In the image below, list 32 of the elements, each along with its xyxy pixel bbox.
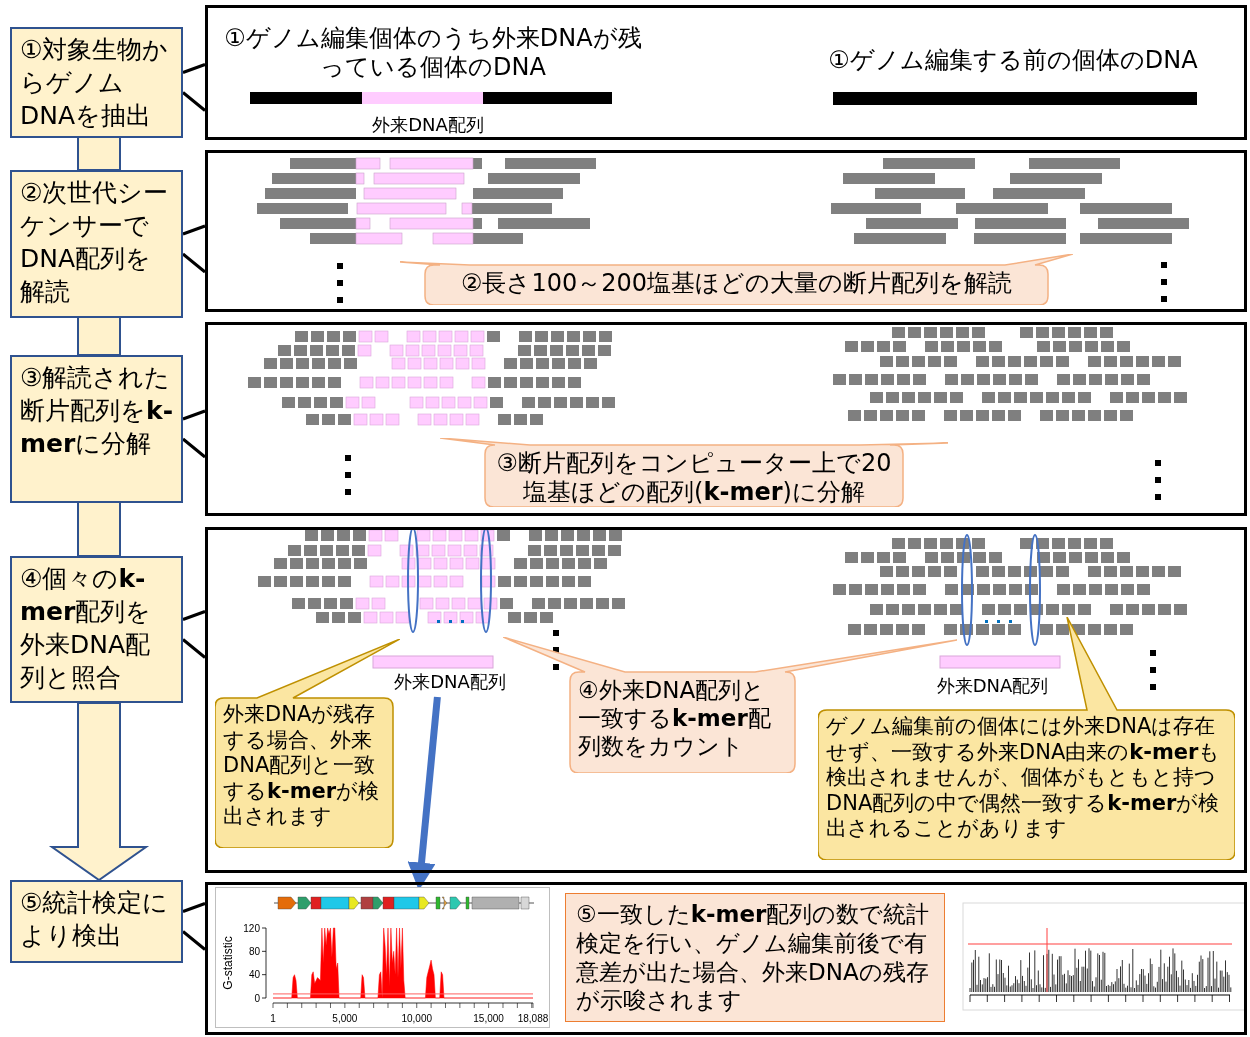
tick-label: 5,000 bbox=[332, 1013, 358, 1024]
caption-text: ①ゲノム編集する前の個体のDNA bbox=[827, 46, 1199, 75]
panel bbox=[205, 527, 1247, 873]
panel bbox=[205, 5, 1247, 140]
sequence-label: 外来DNA配列 bbox=[935, 674, 1050, 698]
area-chart bbox=[215, 887, 550, 1028]
tick-label: 0 bbox=[254, 992, 260, 1004]
speech-bubble: ③断片配列をコンピューター上で20塩基ほどの配列(k-mer)に分解 bbox=[440, 438, 948, 507]
tick-label: 40 bbox=[248, 969, 260, 981]
tick-label: 15,000 bbox=[473, 1013, 504, 1024]
step-box: ④個々のk-mer配列を外来DNA配列と照合 bbox=[10, 556, 183, 703]
caption-text: ①ゲノム編集個体のうち外来DNAが残っている個体のDNA bbox=[223, 24, 643, 82]
axis-label: G-statistic bbox=[221, 936, 235, 990]
tick-label: 120 bbox=[243, 922, 260, 934]
tick-label: 10,000 bbox=[401, 1013, 433, 1024]
step-box: ②次世代シーケンサーでDNA配列を解読 bbox=[10, 170, 183, 318]
step-box: ③解読された断片配列をk-merに分解 bbox=[10, 355, 183, 503]
text-box: ⑤一致したk-mer配列の数で統計検定を行い、ゲノム編集前後で有意差が出た場合、外来DNAの残存が示唆されます bbox=[565, 893, 945, 1022]
flow-band bbox=[77, 317, 121, 356]
panel bbox=[205, 150, 1247, 312]
step-box: ①対象生物からゲノムDNAを抽出 bbox=[10, 27, 183, 138]
step-box: ⑤統計検定により検出 bbox=[10, 880, 183, 963]
flow-band bbox=[77, 502, 121, 557]
tick-label: 1 bbox=[270, 1013, 276, 1024]
sequence-label: 外来DNA配列 bbox=[371, 114, 485, 136]
speech-bubble: ②長さ100～200塩基ほどの大量の断片配列を解読 bbox=[400, 254, 1073, 305]
tick-label: 18,088 bbox=[517, 1013, 549, 1024]
panel bbox=[205, 882, 1247, 1035]
flow-band bbox=[77, 137, 121, 171]
tick-label: 80 bbox=[248, 945, 260, 957]
panel bbox=[205, 322, 1247, 516]
flow-arrow bbox=[48, 702, 150, 882]
